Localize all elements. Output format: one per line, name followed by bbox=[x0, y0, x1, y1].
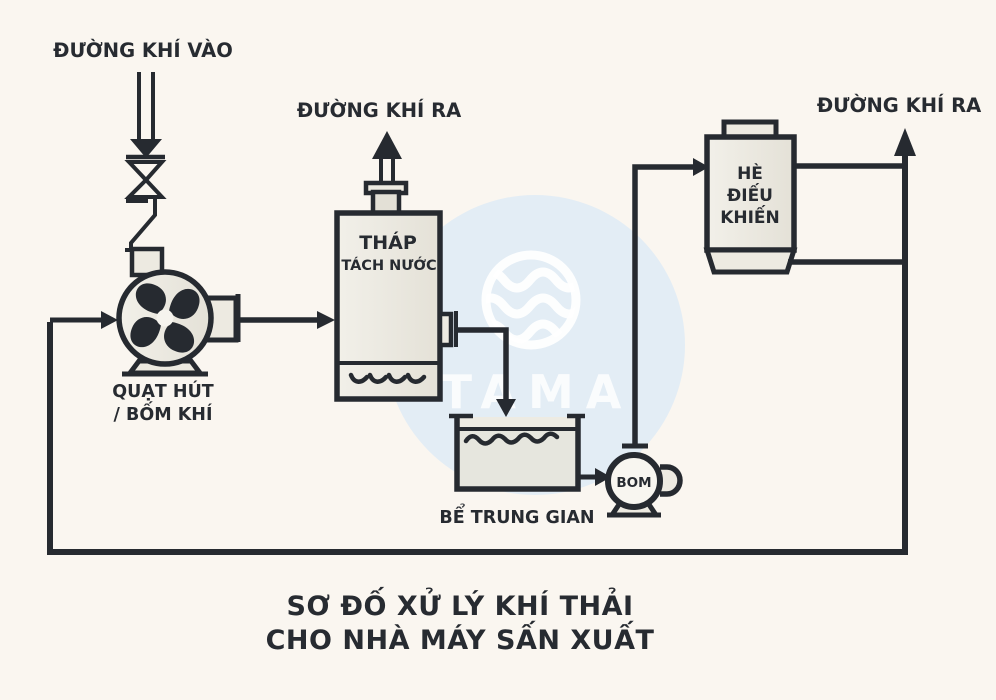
fan-inlet-arrowhead-icon bbox=[101, 311, 118, 329]
tower-vent-arrowhead-icon bbox=[372, 131, 402, 159]
control-label-line2: ĐIẾU bbox=[727, 182, 773, 206]
separation-tower bbox=[334, 131, 458, 402]
tower-to-tank-pipe bbox=[456, 327, 509, 399]
inlet-arrow-shaft bbox=[137, 72, 155, 139]
pump-body bbox=[605, 452, 663, 510]
tower-label-line1: THÁP bbox=[359, 231, 417, 254]
tank-label: BỂ TRUNG GIAN bbox=[439, 503, 594, 528]
control-label-line1: HÈ bbox=[737, 162, 763, 184]
gas-outlet-right-arrowhead-icon bbox=[894, 128, 916, 156]
inlet-arrowhead-icon bbox=[130, 139, 162, 158]
pump-outlet-port bbox=[660, 464, 683, 497]
recycle-loop-pipe bbox=[47, 154, 908, 555]
tower-label-line2: TÁCH NƯỚC bbox=[341, 256, 436, 274]
control-inlet-arrowhead-icon bbox=[693, 158, 709, 176]
pump-inlet-arrowhead-icon bbox=[595, 468, 611, 486]
control-label-line3: KHIẾN bbox=[720, 204, 780, 228]
tank-inlet-arrowhead-icon bbox=[496, 399, 516, 417]
tower-water-wave-icon bbox=[348, 372, 370, 384]
control-body bbox=[704, 134, 797, 253]
gas-inlet-label: ĐƯỜNG KHÍ VÀO bbox=[53, 38, 233, 62]
tank-wave-icon bbox=[463, 431, 560, 446]
gas-inlet-assembly bbox=[124, 72, 167, 252]
flex-connector-icon bbox=[129, 197, 157, 249]
tower-inlet-arrowhead-icon bbox=[317, 311, 335, 329]
fan-label-line2: / BỐM KHÍ bbox=[114, 401, 213, 425]
tank-walls bbox=[454, 414, 581, 492]
tower-drain-port bbox=[437, 311, 454, 348]
fan-blower bbox=[116, 246, 241, 377]
diagram-title-line2: CHO NHÀ MÁY SẤN XUẤT bbox=[266, 620, 655, 656]
pump-label: BOM bbox=[616, 475, 651, 491]
tower-body bbox=[334, 210, 443, 402]
intermediate-tank bbox=[449, 413, 585, 492]
fan-blades-icon bbox=[130, 283, 200, 353]
control-unit bbox=[703, 119, 798, 275]
pump bbox=[605, 443, 683, 518]
valve-icon bbox=[124, 160, 167, 183]
fan-label-line1: QUẠT HÚT bbox=[112, 380, 214, 402]
pump-to-control-pipe bbox=[632, 164, 693, 446]
tama-logo-icon bbox=[481, 250, 581, 350]
gas-outlet-right-label: ĐƯỜNG KHÍ RA bbox=[817, 93, 981, 117]
gas-outlet-left-label: ĐƯỜNG KHÍ RA bbox=[297, 98, 461, 122]
diagram-title-line1: SƠ ĐỐ XỬ LÝ KHÍ THẢI bbox=[286, 586, 633, 622]
control-base bbox=[703, 247, 798, 275]
watermark-text: TAMA bbox=[441, 365, 634, 419]
